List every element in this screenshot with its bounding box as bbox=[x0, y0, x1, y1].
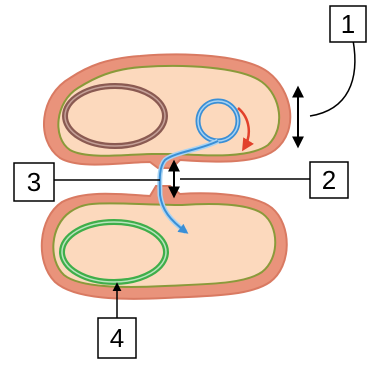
label-4-text: 4 bbox=[110, 323, 124, 353]
label-1: 1 bbox=[330, 6, 366, 42]
label-3: 3 bbox=[14, 163, 54, 201]
label-3-text: 3 bbox=[27, 167, 41, 197]
donor-cell bbox=[44, 54, 290, 168]
label-2: 2 bbox=[310, 162, 348, 198]
pointer-line-1 bbox=[310, 40, 355, 116]
label-1-text: 1 bbox=[341, 9, 355, 39]
label-4: 4 bbox=[98, 318, 136, 358]
label-2-text: 2 bbox=[322, 165, 336, 195]
